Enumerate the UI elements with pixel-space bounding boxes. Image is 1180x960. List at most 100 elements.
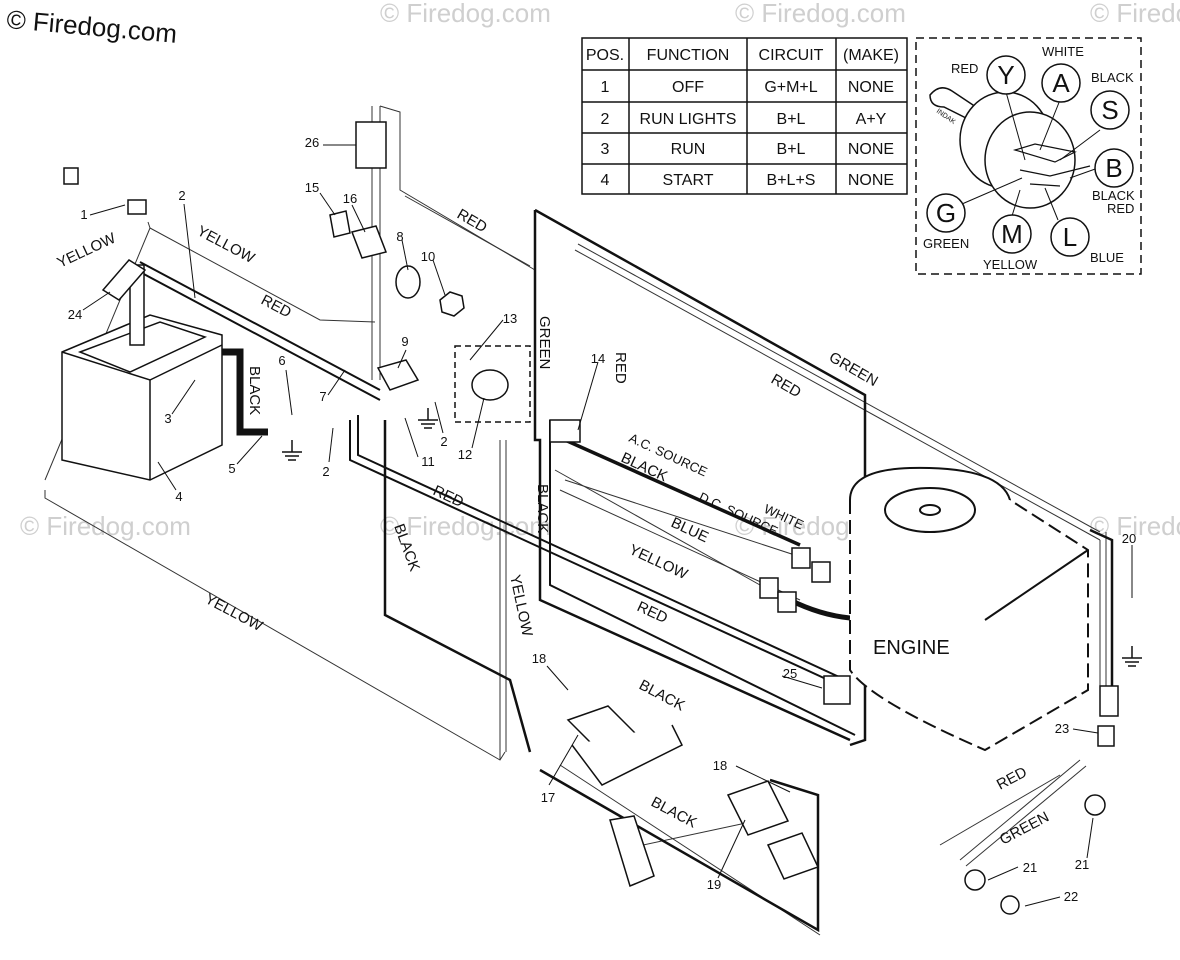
callout-9: 9 (401, 334, 408, 349)
table-header-make: (MAKE) (843, 47, 899, 64)
wire-label-red: RED (612, 352, 629, 384)
wire-harness (44, 105, 1107, 936)
terminal-a: A (1052, 68, 1070, 98)
terminal-m: M (1001, 219, 1023, 249)
table-header-pos: POS. (586, 47, 624, 64)
terminal-y-color: RED (951, 61, 978, 76)
terminal-s: S (1101, 95, 1118, 125)
callout-19: 19 (707, 877, 721, 892)
ignition-switch-inset: INDAK Y A S B G (915, 37, 1142, 275)
watermark-faint: © Firedog.com (380, 511, 551, 541)
wire-label-red: RED (768, 371, 804, 402)
callout-14: 14 (591, 351, 605, 366)
callout-16: 16 (343, 191, 357, 206)
callout-2: 2 (322, 464, 329, 479)
callout-24: 24 (68, 307, 82, 322)
wire-label-black: BLACK (636, 677, 687, 715)
callout-26: 26 (305, 135, 319, 150)
wire-label-yellow: YELLOW (194, 223, 258, 268)
callout-leaders (82, 144, 1133, 907)
terminal-b-extra-color: RED (1107, 201, 1134, 216)
wire-label-yellow: YELLOW (55, 229, 120, 271)
watermark-faint: © Firedog.com (380, 0, 551, 28)
wire-label-green: GREEN (997, 808, 1052, 848)
terminal-l: L (1063, 222, 1077, 252)
callout-12: 12 (458, 447, 472, 462)
engine-label: ENGINE (873, 637, 950, 659)
callout-4: 4 (175, 489, 182, 504)
switch-table (581, 37, 908, 195)
callout-20: 20 (1122, 531, 1136, 546)
wire-label-red: RED (994, 764, 1030, 794)
callout-18: 18 (713, 758, 727, 773)
table-cell: B+L (777, 141, 806, 158)
wire-label-red: RED (454, 206, 490, 237)
table-cell: 4 (601, 172, 610, 189)
callout-2: 2 (440, 434, 447, 449)
wire-label-red: RED (258, 292, 294, 322)
table-cell: 1 (601, 79, 610, 96)
callout-1: 1 (80, 207, 87, 222)
table-cell: 2 (601, 111, 610, 128)
terminal-b-color: BLACK (1092, 188, 1135, 203)
watermark-faint: © Firedog.com (1090, 0, 1180, 28)
table-cell: RUN (671, 141, 706, 158)
callout-11: 11 (421, 454, 435, 469)
wire-label-green: GREEN (826, 349, 881, 390)
table-cell: NONE (848, 172, 894, 189)
battery (61, 264, 223, 481)
terminal-m-color: YELLOW (983, 257, 1038, 272)
terminal-g-color: GREEN (923, 236, 969, 251)
terminal-g: G (936, 198, 956, 228)
callout-15: 15 (305, 180, 319, 195)
wire-label-red: RED (430, 482, 466, 511)
terminal-y: Y (997, 60, 1014, 90)
watermark-faint: © Firedog.com (20, 511, 191, 541)
table-cell: B+L+S (767, 172, 816, 189)
terminal-b: B (1105, 153, 1122, 183)
terminal-l-color: BLUE (1090, 250, 1124, 265)
wire-label-green: GREEN (536, 316, 553, 369)
wire-label-black: BLACK (246, 366, 263, 415)
table-header-circuit: CIRCUIT (759, 47, 824, 64)
table-cell: OFF (672, 79, 704, 96)
callout-13: 13 (503, 311, 517, 326)
wire-label-black: BLACK (648, 794, 699, 832)
wire-label-black: BLACK (534, 484, 551, 533)
callout-3: 3 (164, 411, 171, 426)
ground-symbols (282, 408, 1142, 667)
callout-5: 5 (228, 461, 235, 476)
terminal-s-color: BLACK (1091, 70, 1134, 85)
wire-label-blue: BLUE (668, 514, 711, 546)
callout-23: 23 (1055, 721, 1069, 736)
wire-label-yellow: YELLOW (626, 541, 691, 583)
table-header-function: FUNCTION (647, 47, 730, 64)
wire-label-yellow: YELLOW (202, 591, 266, 636)
watermark-faint: © Firedog.com (735, 0, 906, 28)
terminal-a-color: WHITE (1042, 44, 1084, 59)
table-cell: NONE (848, 141, 894, 158)
callout-8: 8 (396, 229, 403, 244)
table-cell: A+Y (856, 111, 887, 128)
callout-21: 21 (1023, 860, 1037, 875)
table-cell: G+M+L (764, 79, 817, 96)
callout-17: 17 (541, 790, 555, 805)
callout-21: 21 (1075, 857, 1089, 872)
table-cell: NONE (848, 79, 894, 96)
callout-10: 10 (421, 249, 435, 264)
table-cell: 3 (601, 141, 610, 158)
table-cell: B+L (777, 111, 806, 128)
watermark-main: © Firedog.com (5, 4, 178, 49)
engine (849, 466, 1089, 752)
table-cell: RUN LIGHTS (640, 111, 737, 128)
wire-label-red: RED (634, 598, 670, 627)
callout-2: 2 (178, 188, 185, 203)
wire-label-yellow: YELLOW (506, 573, 536, 639)
callout-22: 22 (1064, 889, 1078, 904)
table-cell: START (663, 172, 714, 189)
callout-25: 25 (783, 666, 797, 681)
components (63, 121, 1119, 915)
callout-18: 18 (532, 651, 546, 666)
callout-6: 6 (278, 353, 285, 368)
